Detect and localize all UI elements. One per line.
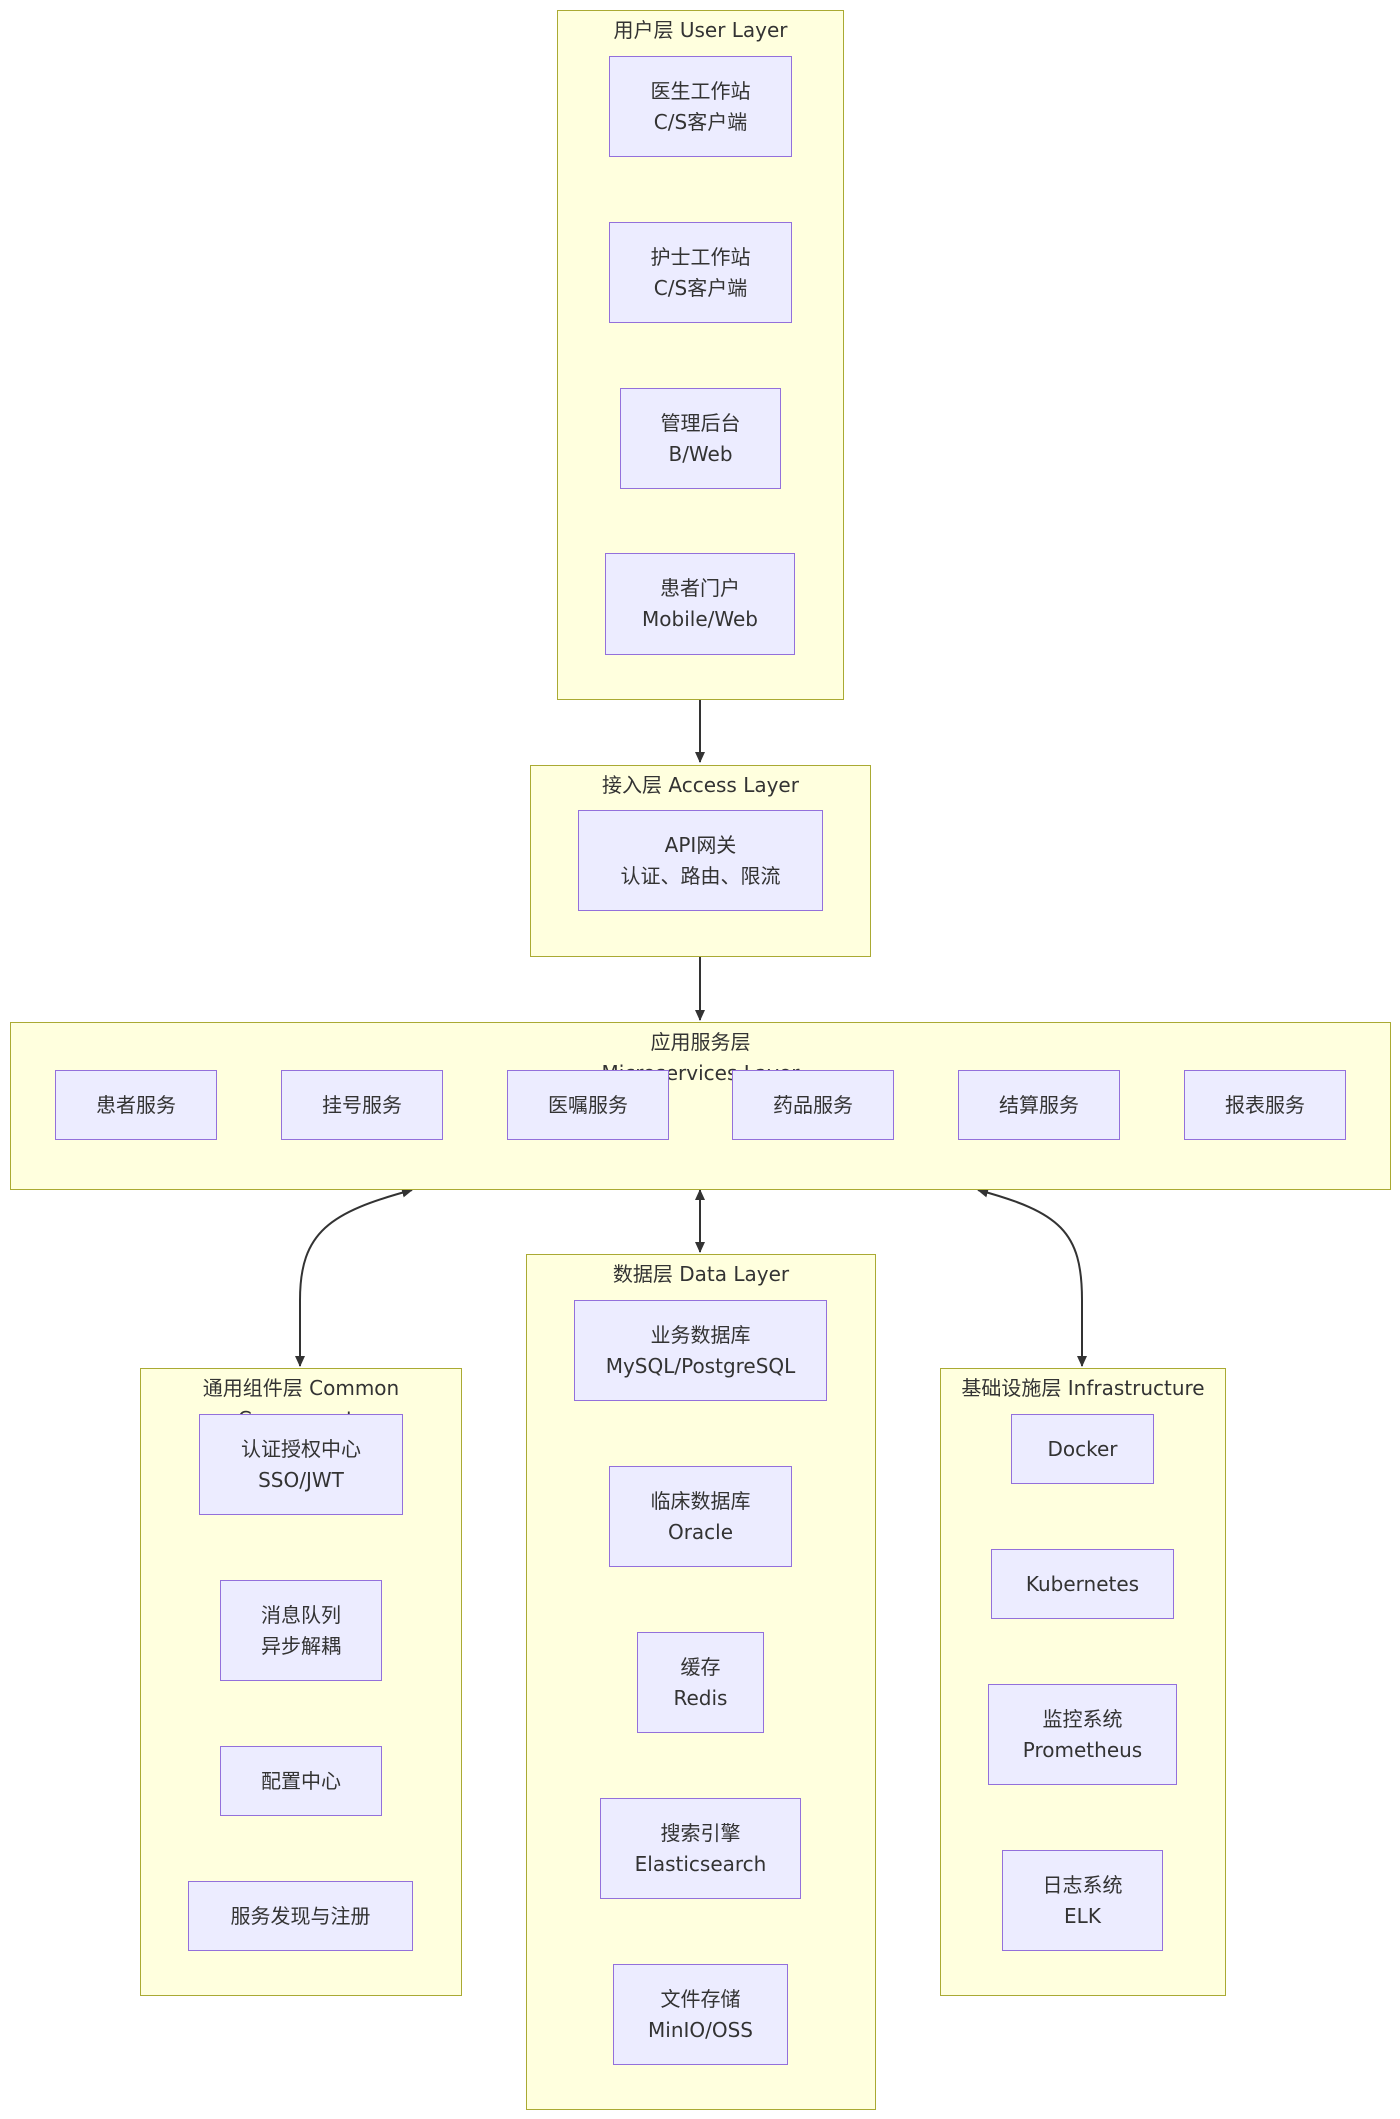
search-engine-node[interactable]: 搜索引擎 Elasticsearch (600, 1798, 801, 1899)
file-storage-node[interactable]: 文件存储 MinIO/OSS (613, 1964, 788, 2065)
doctor-workstation-label: 医生工作站 C/S客户端 (650, 78, 751, 134)
edge-services-infra (977, 1187, 1087, 1367)
api-gateway-label: API网关 认证、路由、限流 (620, 832, 781, 888)
edge-services-common (295, 1187, 413, 1367)
nurse-workstation-node[interactable]: 护士工作站 C/S客户端 (609, 222, 792, 323)
config-center-node[interactable]: 配置中心 (220, 1746, 382, 1816)
message-queue-label: 消息队列 异步解耦 (261, 1602, 341, 1658)
service-discovery-node[interactable]: 服务发现与注册 (188, 1881, 413, 1951)
infra-layer-title: 基础设施层 Infrastructure (961, 1376, 1205, 1400)
order-service-label: 医嘱服务 (548, 1092, 628, 1117)
billing-service-label: 结算服务 (999, 1092, 1079, 1117)
patient-portal-node[interactable]: 患者门户 Mobile/Web (605, 553, 795, 655)
order-service-node[interactable]: 医嘱服务 (507, 1070, 669, 1140)
file-storage-label: 文件存储 MinIO/OSS (648, 1986, 753, 2042)
logging-node[interactable]: 日志系统 ELK (1002, 1850, 1163, 1951)
billing-service-node[interactable]: 结算服务 (958, 1070, 1120, 1140)
search-engine-label: 搜索引擎 Elasticsearch (634, 1820, 767, 1876)
drug-service-node[interactable]: 药品服务 (732, 1070, 894, 1140)
data-layer-title: 数据层 Data Layer (612, 1262, 790, 1286)
message-queue-node[interactable]: 消息队列 异步解耦 (220, 1580, 382, 1681)
kubernetes-label: Kubernetes (1025, 1571, 1140, 1596)
config-center-label: 配置中心 (261, 1768, 341, 1793)
business-db-node[interactable]: 业务数据库 MySQL/PostgreSQL (574, 1300, 827, 1401)
user-layer-title: 用户层 User Layer (613, 18, 788, 42)
monitoring-label: 监控系统 Prometheus (1022, 1706, 1143, 1762)
nurse-workstation-label: 护士工作站 C/S客户端 (650, 244, 751, 300)
api-gateway-node[interactable]: API网关 认证、路由、限流 (578, 810, 823, 911)
admin-console-node[interactable]: 管理后台 B/Web (620, 388, 781, 489)
admin-console-label: 管理后台 B/Web (660, 410, 741, 466)
clinical-db-label: 临床数据库 Oracle (650, 1488, 751, 1544)
registration-service-label: 挂号服务 (322, 1092, 402, 1117)
report-service-label: 报表服务 (1225, 1092, 1305, 1117)
monitoring-node[interactable]: 监控系统 Prometheus (988, 1684, 1177, 1785)
auth-center-label: 认证授权中心 SSO/JWT (241, 1436, 361, 1492)
docker-label: Docker (1047, 1436, 1118, 1461)
logging-label: 日志系统 ELK (1042, 1872, 1123, 1928)
cache-node[interactable]: 缓存 Redis (637, 1632, 764, 1733)
patient-portal-label: 患者门户 Mobile/Web (642, 576, 758, 631)
access-layer-title: 接入层 Access Layer (602, 773, 799, 797)
patient-service-label: 患者服务 (96, 1092, 176, 1117)
registration-service-node[interactable]: 挂号服务 (281, 1070, 443, 1140)
kubernetes-node[interactable]: Kubernetes (991, 1549, 1174, 1619)
cache-label: 缓存 Redis (673, 1654, 728, 1710)
auth-center-node[interactable]: 认证授权中心 SSO/JWT (199, 1414, 403, 1515)
drug-service-label: 药品服务 (773, 1092, 853, 1117)
patient-service-node[interactable]: 患者服务 (55, 1070, 217, 1140)
doctor-workstation-node[interactable]: 医生工作站 C/S客户端 (609, 56, 792, 157)
report-service-node[interactable]: 报表服务 (1184, 1070, 1346, 1140)
clinical-db-node[interactable]: 临床数据库 Oracle (609, 1466, 792, 1567)
business-db-label: 业务数据库 MySQL/PostgreSQL (605, 1322, 796, 1378)
service-discovery-label: 服务发现与注册 (230, 1903, 371, 1928)
docker-node[interactable]: Docker (1011, 1414, 1154, 1484)
services-layer-cluster: 应用服务层 Microservices Layer (10, 1022, 1391, 1190)
